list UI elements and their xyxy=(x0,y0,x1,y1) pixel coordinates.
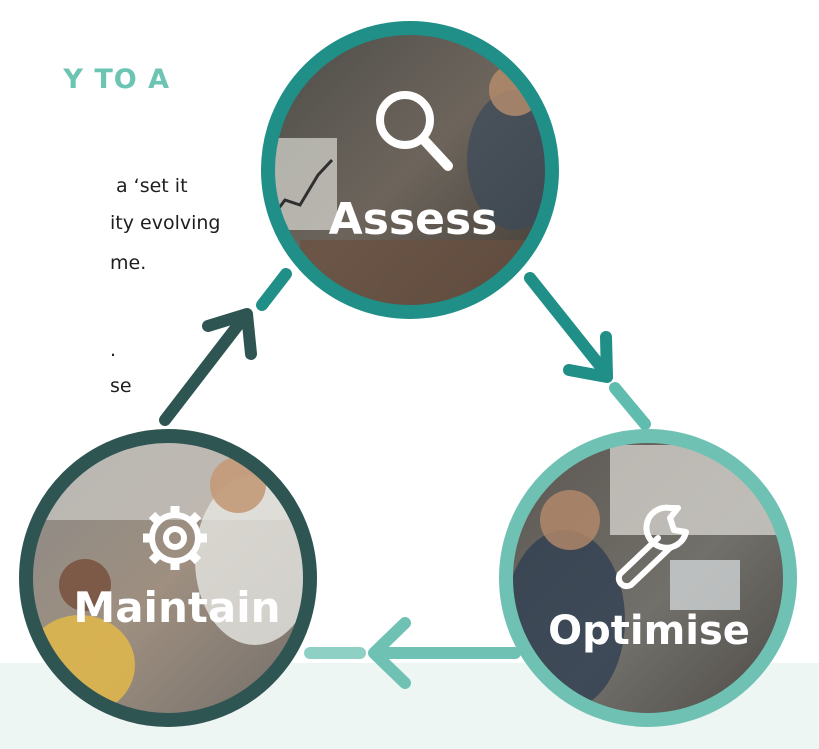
arrow-assess-to-optimise xyxy=(524,272,651,430)
intro-line-1: a ‘set it xyxy=(116,175,188,197)
intro-line-5: se xyxy=(110,375,132,397)
arrow-optimise-to-maintain xyxy=(304,617,521,689)
magnifier-icon xyxy=(376,91,453,171)
intro-heading: Y TO A xyxy=(63,64,170,95)
intro-line-2: ity evolving xyxy=(110,212,221,234)
wrench-icon xyxy=(615,504,689,590)
arrow-maintain-to-assess xyxy=(159,268,292,426)
optimise-label: Optimise xyxy=(548,608,750,654)
intro-line-3: me. xyxy=(110,252,147,274)
intro-line-4: . xyxy=(110,339,117,361)
assess-circle: Assess xyxy=(261,21,559,319)
gear-icon xyxy=(143,506,207,570)
assess-label: Assess xyxy=(329,194,498,245)
optimise-circle: Optimise xyxy=(499,429,797,727)
maintain-label: Maintain xyxy=(73,583,280,632)
maintain-circle: Maintain xyxy=(19,429,317,727)
